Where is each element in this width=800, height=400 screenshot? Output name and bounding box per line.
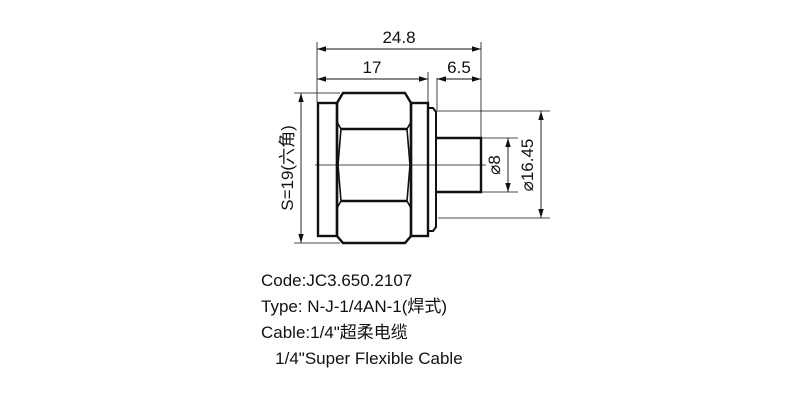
spec-code: Code:JC3.650.2107	[261, 271, 413, 290]
spec-cable-en: 1/4"Super Flexible Cable	[261, 349, 463, 368]
connector-body	[316, 91, 483, 245]
pin-diameter-label: ⌀8	[485, 155, 504, 175]
pin	[437, 136, 483, 194]
extension-lines	[294, 42, 550, 244]
flange-diameter-label: ⌀16.45	[518, 139, 537, 192]
body-length-label: 17	[363, 58, 382, 77]
hex-nut	[335, 91, 413, 245]
spec-cable: Cable:1/4"超柔电缆	[261, 323, 408, 342]
right-flange	[409, 101, 430, 238]
pin-length-label: 6.5	[447, 58, 471, 77]
hex-size-label: S=19(六角)	[278, 125, 297, 211]
ring	[428, 107, 437, 232]
overall-length-label: 24.8	[382, 28, 415, 47]
dimension-lines	[298, 46, 544, 243]
left-flange	[316, 101, 339, 238]
spec-type: Type: N-J-1/4AN-1(焊式)	[261, 297, 448, 316]
